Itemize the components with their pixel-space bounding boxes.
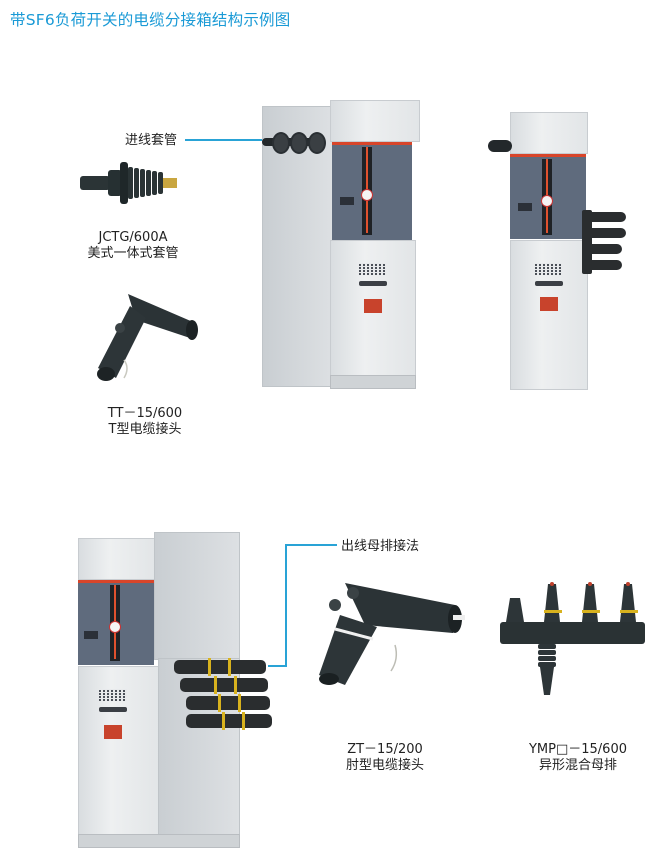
vent-grille xyxy=(359,263,387,275)
connector-ring xyxy=(228,658,231,676)
control-panel xyxy=(510,154,586,239)
cabinet-upper-front xyxy=(78,538,156,580)
product-model: JCTG/600A xyxy=(98,230,168,245)
operating-knob xyxy=(361,189,373,201)
busbar-illustration xyxy=(500,570,650,700)
cabinet-front-inlet xyxy=(262,100,422,395)
warning-label xyxy=(104,725,122,739)
cabinet-side xyxy=(488,100,648,395)
bushing-flange xyxy=(290,132,308,154)
connector-ring xyxy=(234,676,237,694)
door-handle xyxy=(535,281,563,286)
outlet-connector xyxy=(586,228,626,238)
cabinet-base xyxy=(330,375,416,389)
control-panel xyxy=(78,580,154,665)
outlet-connector xyxy=(586,244,622,254)
product-name: 异形混合母排 xyxy=(538,758,617,773)
vent-grille xyxy=(535,263,563,275)
warning-label xyxy=(540,297,558,311)
product-model: ZT－15/200 xyxy=(347,742,423,757)
outlet-connector-body xyxy=(582,210,592,274)
cabinet-side-panel xyxy=(154,532,240,660)
bushing-illustration xyxy=(78,158,188,208)
connector-ring xyxy=(208,658,211,676)
connector-ring xyxy=(222,712,225,730)
operating-knob xyxy=(109,621,121,633)
product-name: T型电缆接头 xyxy=(108,422,182,437)
display-window xyxy=(340,197,354,205)
elbow-connector-illustration xyxy=(305,575,465,685)
cabinet-lower xyxy=(330,240,416,377)
cabinet-base xyxy=(78,834,240,848)
warning-label xyxy=(364,299,382,313)
outlet-connector xyxy=(186,696,270,710)
door-handle xyxy=(99,707,127,712)
product-caption-tt: TT－15/600 T型电缆接头 xyxy=(80,406,210,438)
inlet-bushing xyxy=(488,140,512,152)
leader-line-outlet-h1 xyxy=(268,665,286,667)
cabinet-outlet xyxy=(78,532,272,848)
product-name: 肘型电缆接头 xyxy=(345,758,424,773)
display-window xyxy=(518,203,532,211)
product-caption-ymp: YMP□－15/600 异形混合母排 xyxy=(508,742,648,774)
outlet-connector xyxy=(586,212,626,222)
leader-line-outlet-v xyxy=(285,544,287,667)
cabinet-upper xyxy=(510,112,588,154)
callout-outlet-busbar: 出线母排接法 xyxy=(341,539,420,554)
outlet-connector xyxy=(586,260,622,270)
product-caption-zt: ZT－15/200 肘型电缆接头 xyxy=(320,742,450,774)
outlet-connector xyxy=(180,678,268,692)
t-connector-icon xyxy=(97,294,198,381)
page-title: 带SF6负荷开关的电缆分接箱结构示例图 xyxy=(10,11,291,29)
callout-inlet-bushing: 进线套管 xyxy=(125,133,178,148)
connector-ring xyxy=(242,712,245,730)
product-model: YMP□－15/600 xyxy=(528,742,627,757)
outlet-connector xyxy=(174,660,266,674)
connector-ring xyxy=(238,694,241,712)
t-connector-illustration xyxy=(88,282,198,392)
connector-ring xyxy=(214,676,217,694)
leader-line-outlet-h2 xyxy=(285,544,337,546)
elbow-connector-icon xyxy=(319,583,465,685)
bushing-flange xyxy=(272,132,290,154)
product-name: 美式一体式套管 xyxy=(87,246,179,261)
bushing-icon xyxy=(80,162,177,204)
product-caption-jctg: JCTG/600A 美式一体式套管 xyxy=(68,230,198,262)
product-model: TT－15/600 xyxy=(107,406,183,421)
vent-grille xyxy=(99,689,127,701)
control-panel xyxy=(332,142,412,240)
cabinet-upper xyxy=(330,100,420,142)
bushing-flange xyxy=(308,132,326,154)
cabinet-lower xyxy=(510,240,588,390)
leader-line-inlet xyxy=(185,139,265,141)
busbar-icon xyxy=(500,582,645,695)
operating-knob xyxy=(541,195,553,207)
cabinet-lower xyxy=(78,666,160,838)
display-window xyxy=(84,631,98,639)
outlet-connector xyxy=(186,714,272,728)
connector-ring xyxy=(218,694,221,712)
door-handle xyxy=(359,281,387,286)
